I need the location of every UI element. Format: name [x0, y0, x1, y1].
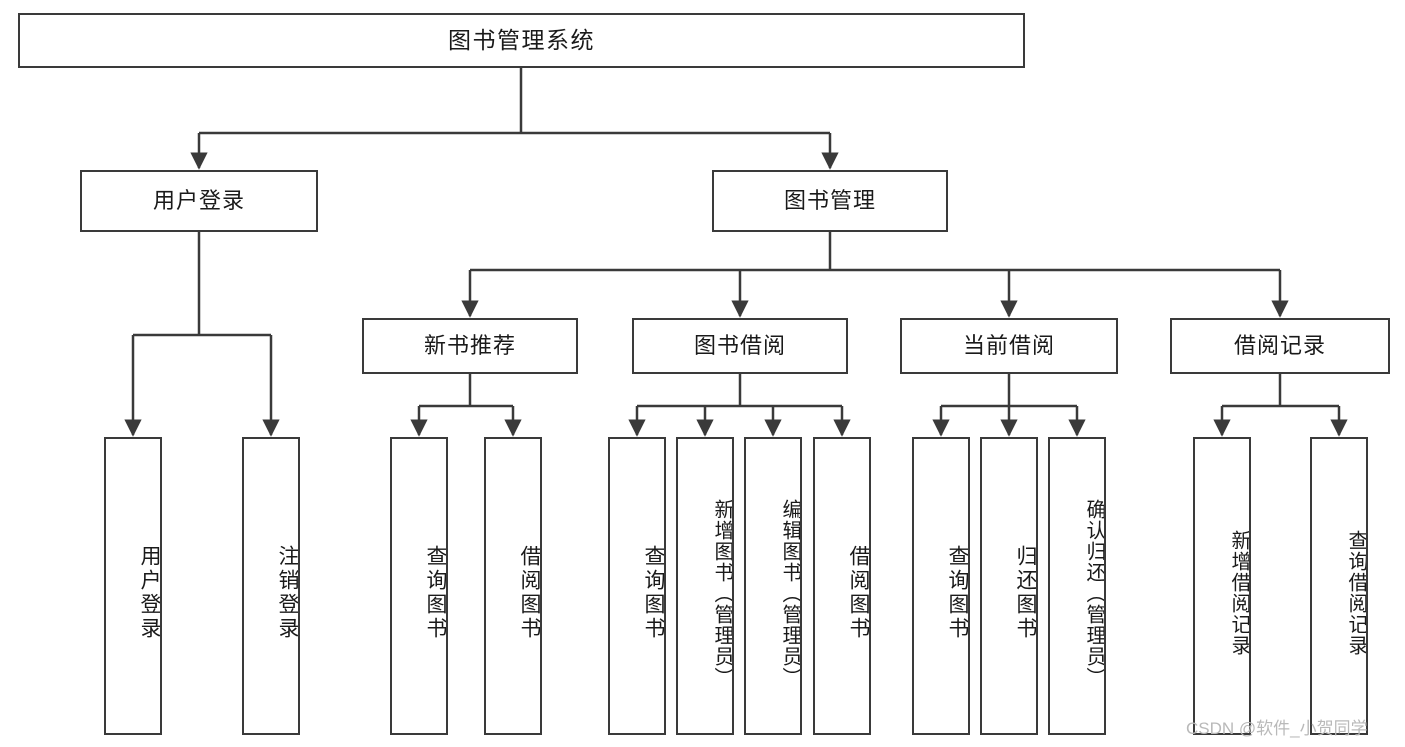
leaf-query-book-current[interactable]: 查询图书: [912, 437, 970, 735]
leaf-logout[interactable]: 注销登录: [242, 437, 300, 735]
node-new-book-recommendation[interactable]: 新书推荐: [362, 318, 578, 374]
leaf-confirm-return-admin[interactable]: 确认归还（管理员）: [1048, 437, 1106, 735]
node-borrowing-record[interactable]: 借阅记录: [1170, 318, 1390, 374]
node-book-borrowing[interactable]: 图书借阅: [632, 318, 848, 374]
leaf-borrow-book-newrec[interactable]: 借阅图书: [484, 437, 542, 735]
leaf-query-book-borrow[interactable]: 查询图书: [608, 437, 666, 735]
node-book-management[interactable]: 图书管理: [712, 170, 948, 232]
leaf-query-book-newrec[interactable]: 查询图书: [390, 437, 448, 735]
leaf-return-book[interactable]: 归还图书: [980, 437, 1038, 735]
leaf-add-borrow-record[interactable]: 新增借阅记录: [1193, 437, 1251, 735]
node-book-management-system[interactable]: 图书管理系统: [18, 13, 1025, 68]
leaf-edit-book-admin[interactable]: 编辑图书（管理员）: [744, 437, 802, 735]
csdn-watermark: CSDN @软件_小贺同学: [1186, 719, 1368, 738]
node-user-login[interactable]: 用户登录: [80, 170, 318, 232]
leaf-user-login[interactable]: 用户登录: [104, 437, 162, 735]
leaf-query-borrow-record[interactable]: 查询借阅记录: [1310, 437, 1368, 735]
leaf-add-book-admin[interactable]: 新增图书（管理员）: [676, 437, 734, 735]
leaf-borrow-book[interactable]: 借阅图书: [813, 437, 871, 735]
node-current-borrowing[interactable]: 当前借阅: [900, 318, 1118, 374]
